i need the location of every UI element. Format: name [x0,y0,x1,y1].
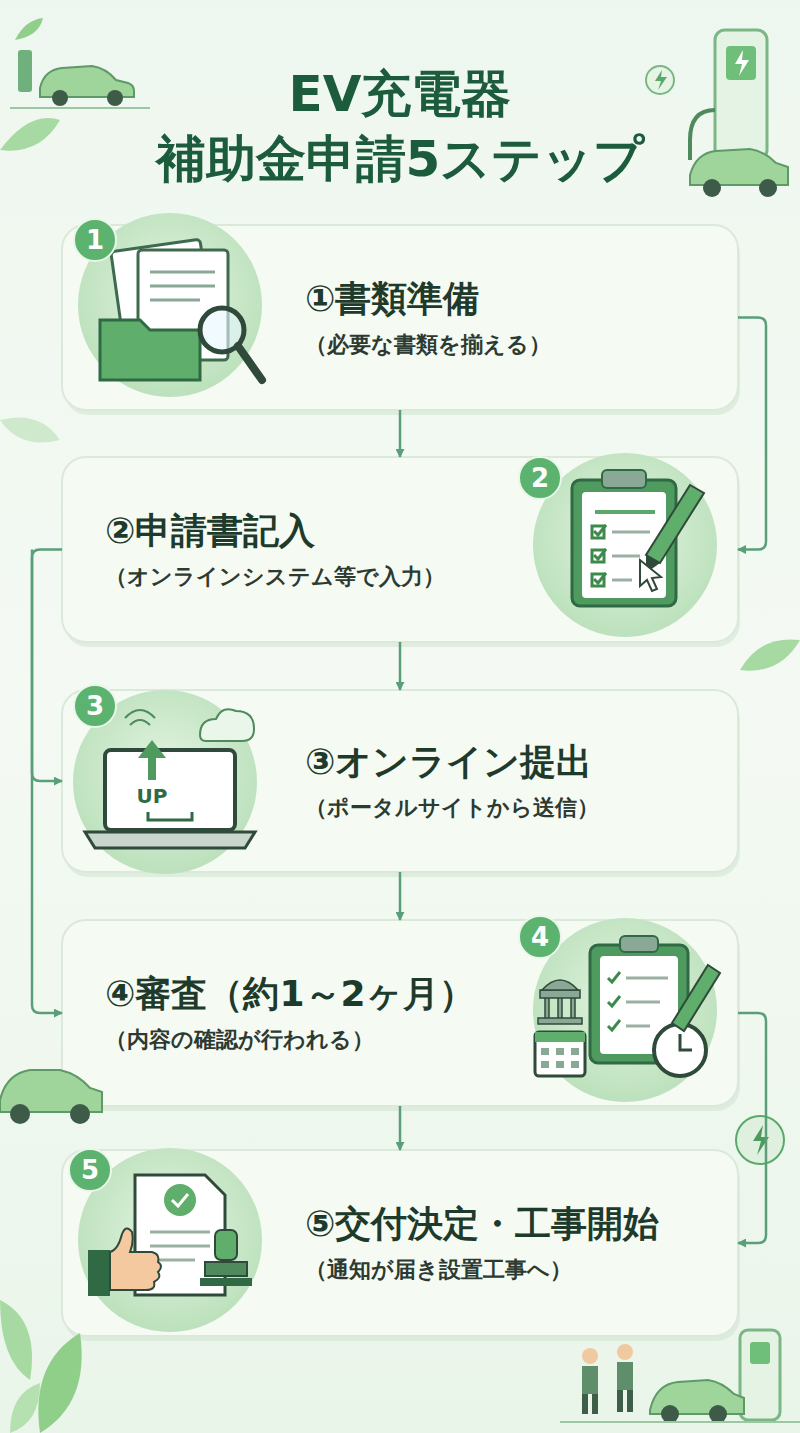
step-title: ①書類準備 [305,276,724,321]
callout-number: 2 [518,456,562,500]
step-card: ④審査（約1～2ヶ月） （内容の確認が行われる） [62,920,738,1106]
leaf [740,639,800,670]
leaf [10,1383,40,1433]
charger-topright [646,30,788,197]
step-description: （ポータルサイトから送信） [305,794,724,823]
connector-arrow [399,642,402,690]
workers-car [560,1330,800,1423]
connector-arrow [399,410,402,457]
review-icon [533,918,720,1102]
title: EV充電器 補助金申請5ステップ [100,62,700,192]
step-card: ②申請書記入 （オンラインシステム等で入力） [62,457,738,642]
car-left [0,1070,102,1124]
leaf [0,418,60,443]
step-title: ②申請書記入 [105,508,524,553]
car-charger-topleft [10,18,150,108]
step-card: ①書類準備 （必要な書類を揃える） [62,225,738,410]
step-title: ④審査（約1～2ヶ月） [105,971,524,1016]
step-description: （通知が届き設置工事へ） [305,1256,724,1285]
callout-number: 3 [73,684,117,728]
connector-arrow [738,1013,766,1243]
step-description: （オンラインシステム等で入力） [105,563,524,592]
step-card: ③オンライン提出 （ポータルサイトから送信） [62,690,738,872]
connector-arrow [32,550,62,1014]
screen-label: UP [137,784,168,808]
connector-arrow [399,872,402,920]
leaf [0,1300,32,1380]
connector-arrow [399,1106,402,1150]
connector-arrow [738,318,766,550]
callout-number: 5 [68,1148,112,1192]
callout-number: 1 [73,218,117,262]
step-title: ⑤交付決定・工事開始 [305,1201,724,1246]
lightning-bubble [736,1116,784,1164]
step-description: （内容の確認が行われる） [105,1026,524,1055]
leaf [38,1333,81,1433]
step-title: ③オンライン提出 [305,739,724,784]
connector-arrow [32,550,62,782]
callout-number: 4 [518,915,562,959]
leaf [0,118,60,151]
step-description: （必要な書類を揃える） [305,331,724,360]
step-card: ⑤交付決定・工事開始 （通知が届き設置工事へ） [62,1150,738,1336]
